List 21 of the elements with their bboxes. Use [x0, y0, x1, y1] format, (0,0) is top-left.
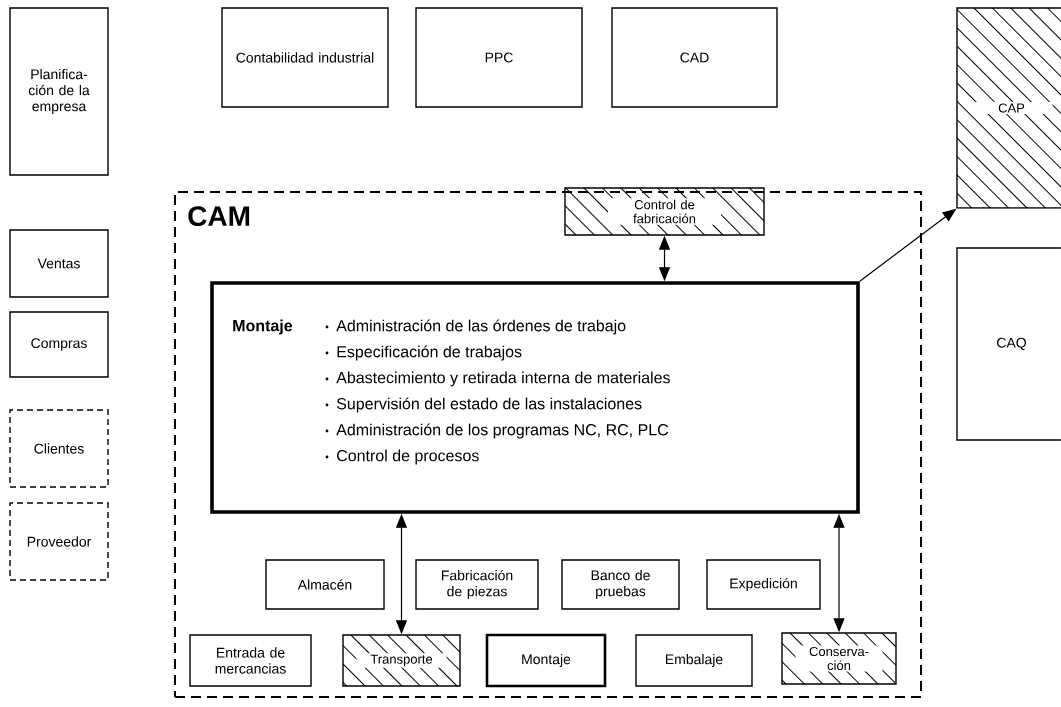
process-box: Expedición: [706, 559, 821, 610]
process-box: CAD: [611, 7, 778, 108]
process-box: Almacén: [265, 559, 385, 610]
process-box: Contabilidad industrial: [221, 7, 389, 108]
external-box: Clientes: [9, 409, 109, 488]
process-box: Fabricación de piezas: [415, 559, 539, 610]
process-box: Embalaje: [635, 634, 753, 687]
process-box: PPC: [415, 7, 583, 108]
process-box: Banco de pruebas: [561, 559, 680, 610]
process-box: Montaje: [485, 633, 607, 688]
hatched-box: Transporte: [342, 634, 461, 687]
process-box: Compras: [9, 311, 109, 378]
process-box: CAQ: [956, 247, 1061, 441]
external-box: Proveedor: [9, 502, 109, 581]
hatched-box: CAP: [956, 7, 1061, 209]
hatched-box: Control de fabricación: [564, 187, 765, 236]
process-box: Montaje Administración de las órdenes de trabajo Especificación de trabajos Abastecimiento y retirada interna de materiales Supervisión del estado de las instalaciones Administración de los programas NC, RC, PLC Control de procesos: [210, 281, 860, 514]
hatched-box: Conserva- ción: [781, 632, 897, 685]
process-box: Planifica- ción de la empresa: [9, 7, 109, 176]
process-box: Entrada de mercancias: [189, 634, 312, 687]
process-box: Ventas: [9, 229, 109, 298]
